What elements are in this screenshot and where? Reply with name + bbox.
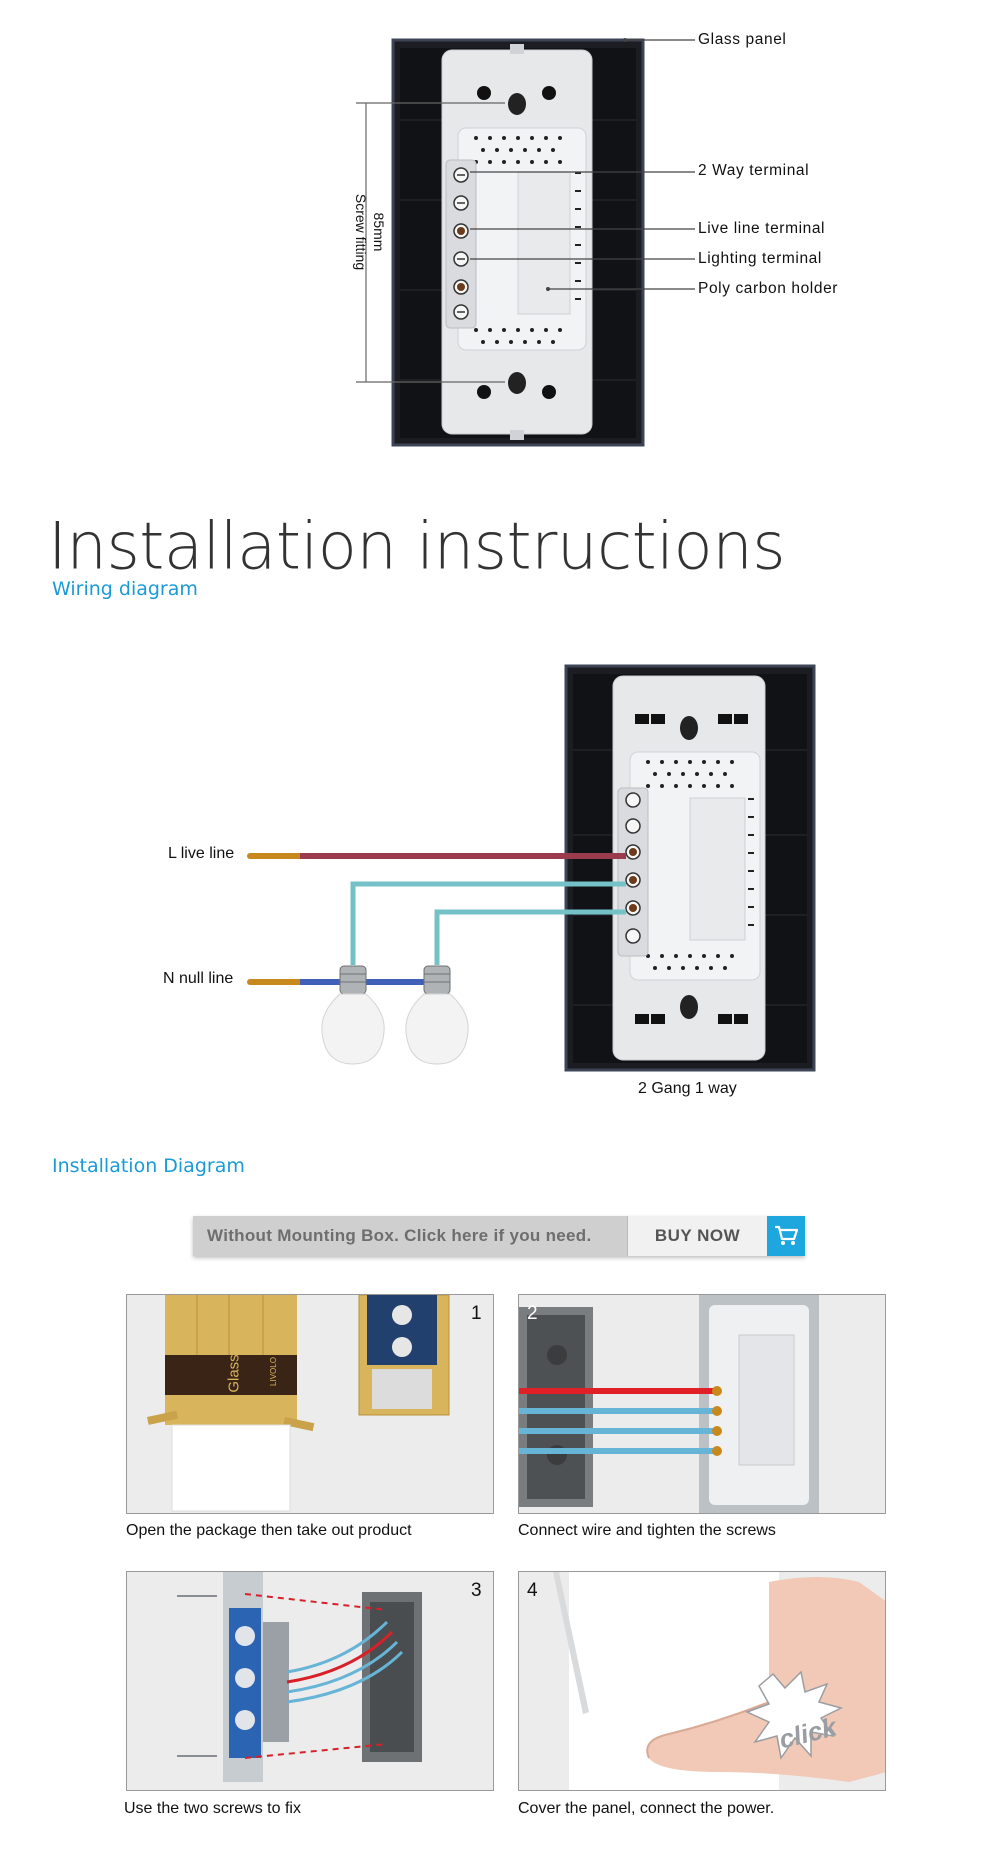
live-line-label: L live line: [168, 845, 235, 862]
step-1-panel: LIVOLO Glass 1: [126, 1294, 494, 1514]
step-3-panel: 3: [126, 1571, 494, 1791]
bulb-left: [321, 965, 385, 1065]
wiring-diagram: [247, 664, 816, 1072]
step-4-caption: Cover the panel, connect the power.: [518, 1800, 775, 1817]
model-caption: 2 Gang 1 way: [638, 1080, 737, 1097]
step-number: 1: [471, 1303, 482, 1324]
lighting-terminal-label: Lighting terminal: [698, 250, 822, 267]
banner-message[interactable]: Without Mounting Box. Click here if you …: [193, 1216, 627, 1256]
step-2-illustration: [519, 1295, 819, 1513]
buy-now-button[interactable]: BUY NOW: [627, 1216, 767, 1256]
step-4-panel: click 4: [518, 1571, 886, 1791]
dimension-label: 85mm Screw fitting: [328, 192, 388, 272]
step-number: 3: [471, 1580, 482, 1601]
step-3-illustration: [177, 1572, 422, 1782]
installation-diagram-heading: Installation Diagram: [52, 1155, 245, 1177]
dimension-text: Screw fitting: [353, 193, 369, 271]
step-3-caption: Use the two screws to fix: [124, 1800, 301, 1817]
wiring-diagram-heading: Wiring diagram: [52, 578, 198, 600]
step-2-caption: Connect wire and tighten the screws: [518, 1522, 776, 1539]
glass-panel-label: Glass panel: [698, 31, 787, 48]
buy-mounting-box-banner[interactable]: Without Mounting Box. Click here if you …: [193, 1216, 805, 1256]
null-line-label: N null line: [163, 970, 234, 987]
poly-carbon-holder-label: Poly carbon holder: [698, 280, 839, 297]
shopping-cart-icon[interactable]: [767, 1216, 805, 1256]
box-brand-text: LIVOLO: [268, 1357, 278, 1386]
step-2-panel: 2: [518, 1294, 886, 1514]
dimension-value: 85mm: [371, 212, 387, 252]
box-product-text: Glass: [225, 1354, 243, 1393]
switch-back-diagram: [356, 38, 695, 447]
step-4-illustration: [553, 1572, 885, 1790]
bulb-right: [405, 965, 469, 1065]
step-number: 4: [527, 1580, 538, 1601]
page-title: Installation instructions: [48, 509, 786, 585]
step-1-illustration: [147, 1295, 450, 1512]
step-number: 2: [527, 1303, 538, 1324]
live-line-terminal-label: Live line terminal: [698, 220, 826, 237]
two-way-terminal-label: 2 Way terminal: [698, 162, 810, 179]
step-1-caption: Open the package then take out product: [126, 1522, 412, 1539]
